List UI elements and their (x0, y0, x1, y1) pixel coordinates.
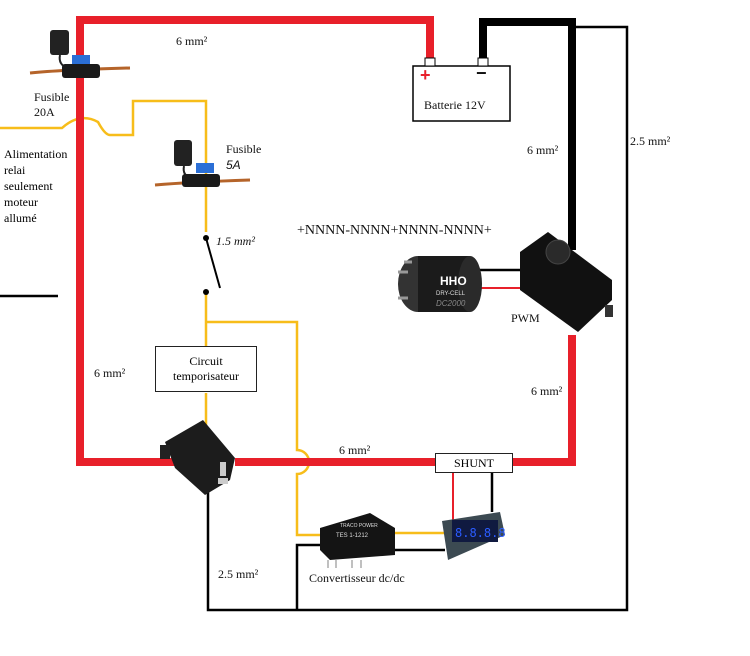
label-feed-note: Alimentation relai seulement moteur allu… (4, 146, 67, 226)
label-converter: Convertisseur dc/dc (309, 571, 405, 585)
pwm-module-icon (520, 232, 613, 332)
hho-cell-icon: HHO DRY-CELL DC2000 (398, 256, 482, 312)
ground-wire-converter (295, 543, 325, 610)
label-cell-series: +NNNN-NNNN+NNNN-NNNN+ (297, 223, 492, 238)
fuse-5a-icon (154, 140, 251, 187)
shunt-box: SHUNT (435, 453, 513, 473)
battery-negative-wire (479, 18, 576, 250)
fuse-20a-icon (29, 30, 131, 78)
label-wire-switch: 1.5 mm² (216, 234, 255, 248)
label-pwm: PWM (511, 311, 540, 325)
ground-wire-right (206, 25, 629, 612)
feed-note-line: seulement (4, 179, 53, 193)
label-wire-top: 6 mm² (176, 34, 208, 48)
label-wire-pwm-return: 6 mm² (531, 384, 563, 398)
label-wire-ground-right: 2.5 mm² (630, 134, 671, 148)
cell-logo-model: DC2000 (436, 299, 466, 308)
power-wire-main (76, 16, 434, 466)
cell-logo-hho: HHO (440, 274, 467, 288)
relay-icon (160, 420, 235, 495)
converter-brand: TRACO POWER (340, 523, 378, 529)
timer-circuit-box: Circuit temporisateur (155, 346, 257, 392)
label-fuse-main-rating: 20A (34, 105, 55, 119)
label-battery: Batterie 12V (424, 98, 486, 112)
label-wire-left: 6 mm² (94, 366, 126, 380)
power-wire-shunt-pwm (513, 335, 576, 466)
cell-logo-dry: DRY-CELL (436, 291, 466, 297)
feed-note-line: Alimentation (4, 147, 68, 161)
feed-note-line: relai (4, 163, 26, 177)
converter-model: TES 1-1212 (336, 533, 369, 539)
feed-note-line: allumé (4, 211, 37, 225)
feed-note-line: moteur (4, 195, 38, 209)
meter-display: 8.8.8.8 (455, 526, 506, 540)
battery-minus: − (476, 63, 487, 83)
signal-wire-feed (0, 99, 208, 232)
label-wire-black-pwm: 6 mm² (527, 143, 559, 157)
label-fuse-small-rating: 5A (226, 158, 241, 172)
label-fuse-main: Fusible (34, 90, 70, 104)
battery-plus: + (420, 65, 431, 85)
label-fuse-small: Fusible (226, 142, 262, 156)
dcdc-converter-icon: TRACO POWER TES 1-1212 (320, 513, 395, 568)
label-wire-ground-bottom: 2.5 mm² (218, 567, 259, 581)
panel-meter-icon[interactable]: 8.8.8.8 (442, 512, 506, 560)
switch-icon[interactable] (203, 235, 221, 295)
label-wire-relay-shunt: 6 mm² (339, 443, 371, 457)
battery-icon (412, 57, 511, 122)
